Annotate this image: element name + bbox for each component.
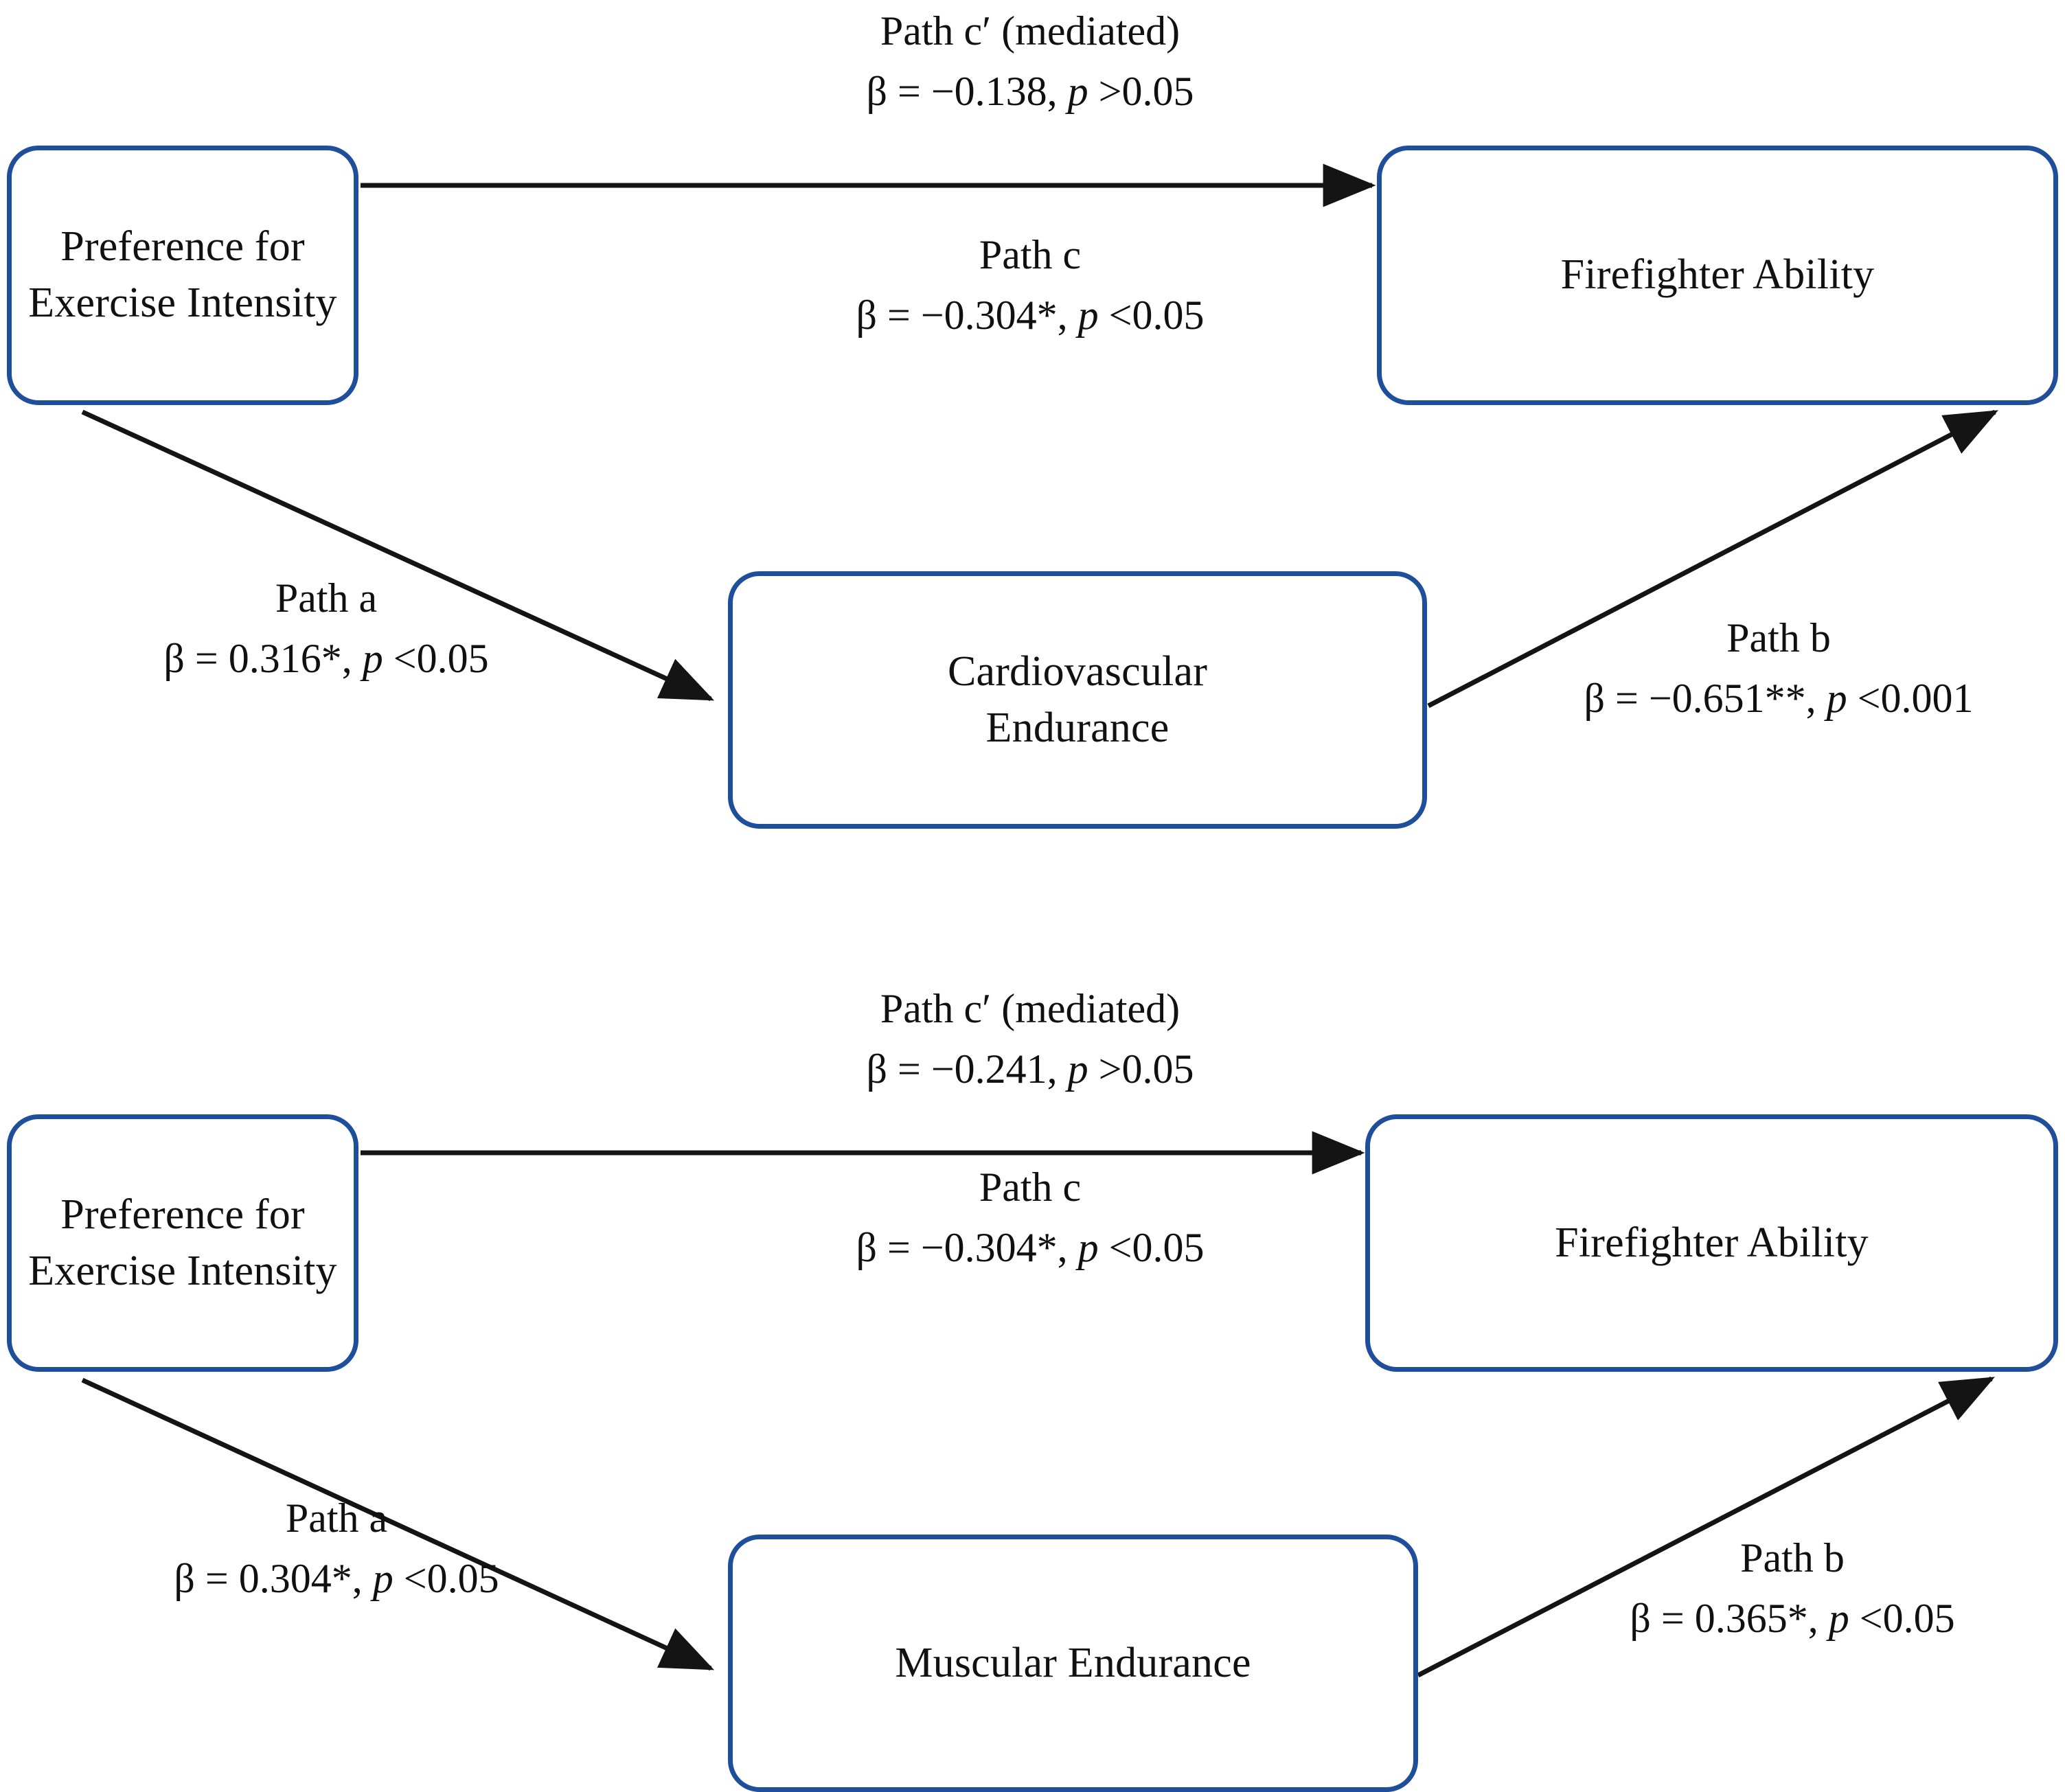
node-mediator-bottom[interactable]: Muscular Endurance: [728, 1535, 1418, 1792]
path-top-b-title: Path b: [1726, 615, 1831, 660]
path-label-top-a: Path a β = 0.316*, p <0.05: [65, 571, 587, 685]
path-bottom-b-title: Path b: [1740, 1535, 1845, 1581]
node-outcome-bottom-label: Firefighter Ability: [1555, 1219, 1869, 1266]
node-mediator-top-label: Cardiovascular Endurance: [947, 647, 1208, 751]
path-top-b-value: β = −0.651**, p <0.001: [1584, 676, 1974, 721]
path-bottom-a-title: Path a: [285, 1495, 388, 1541]
path-bottom-b-value: β = 0.365*, p <0.05: [1630, 1596, 1955, 1641]
node-outcome-top-label: Firefighter Ability: [1560, 251, 1875, 299]
path-label-bottom-a: Path a β = 0.304*, p <0.05: [65, 1491, 608, 1605]
node-mediator-top[interactable]: Cardiovascular Endurance: [728, 571, 1427, 829]
node-predictor-top-label: Preference for Exercise Intensity: [28, 223, 337, 326]
path-bottom-c-prime-title: Path c′ (mediated): [880, 986, 1180, 1031]
path-bottom-c-prime-value: β = −0.241, p >0.05: [866, 1046, 1194, 1092]
path-bottom-a-value: β = 0.304*, p <0.05: [174, 1556, 499, 1601]
node-predictor-top[interactable]: Preference for Exercise Intensity: [7, 146, 358, 405]
node-outcome-bottom[interactable]: Firefighter Ability: [1365, 1114, 2058, 1372]
path-top-c-title: Path c: [979, 232, 1082, 277]
path-label-bottom-c-prime: Path c′ (mediated) β = −0.241, p >0.05: [735, 982, 1325, 1096]
node-outcome-top[interactable]: Firefighter Ability: [1377, 146, 2058, 405]
path-bottom-c-title: Path c: [979, 1164, 1082, 1210]
path-label-bottom-b: Path b β = 0.365*, p <0.05: [1525, 1531, 2060, 1645]
node-predictor-bottom[interactable]: Preference for Exercise Intensity: [7, 1114, 358, 1372]
path-top-c-value: β = −0.304*, p <0.05: [856, 292, 1205, 338]
path-label-top-c-prime: Path c′ (mediated) β = −0.138, p >0.05: [735, 4, 1325, 118]
path-top-a-title: Path a: [275, 575, 378, 621]
path-top-a-value: β = 0.316*, p <0.05: [163, 636, 489, 681]
path-label-top-b: Path b β = −0.651**, p <0.001: [1504, 611, 2053, 725]
path-top-c-prime-title: Path c′ (mediated): [880, 8, 1180, 54]
path-bottom-c-value: β = −0.304*, p <0.05: [856, 1225, 1205, 1270]
node-mediator-bottom-label: Muscular Endurance: [895, 1639, 1251, 1686]
path-label-top-c: Path c β = −0.304*, p <0.05: [735, 228, 1325, 342]
node-predictor-bottom-label: Preference for Exercise Intensity: [28, 1191, 337, 1294]
path-label-bottom-c: Path c β = −0.304*, p <0.05: [735, 1160, 1325, 1274]
path-top-c-prime-value: β = −0.138, p >0.05: [866, 69, 1194, 114]
